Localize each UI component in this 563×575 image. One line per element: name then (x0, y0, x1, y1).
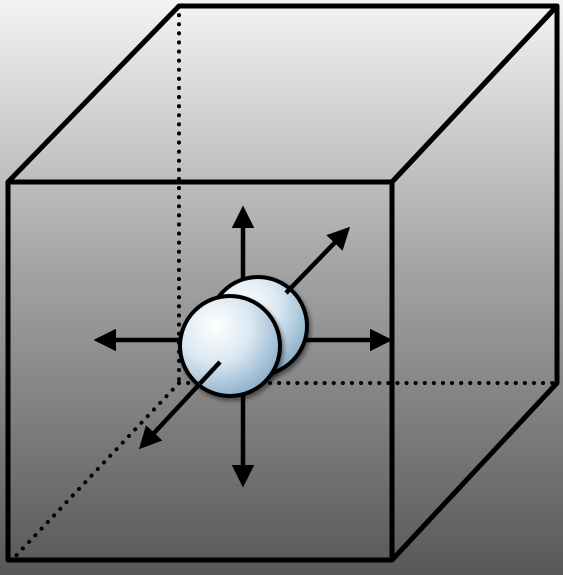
particle-front-icon (180, 296, 280, 396)
